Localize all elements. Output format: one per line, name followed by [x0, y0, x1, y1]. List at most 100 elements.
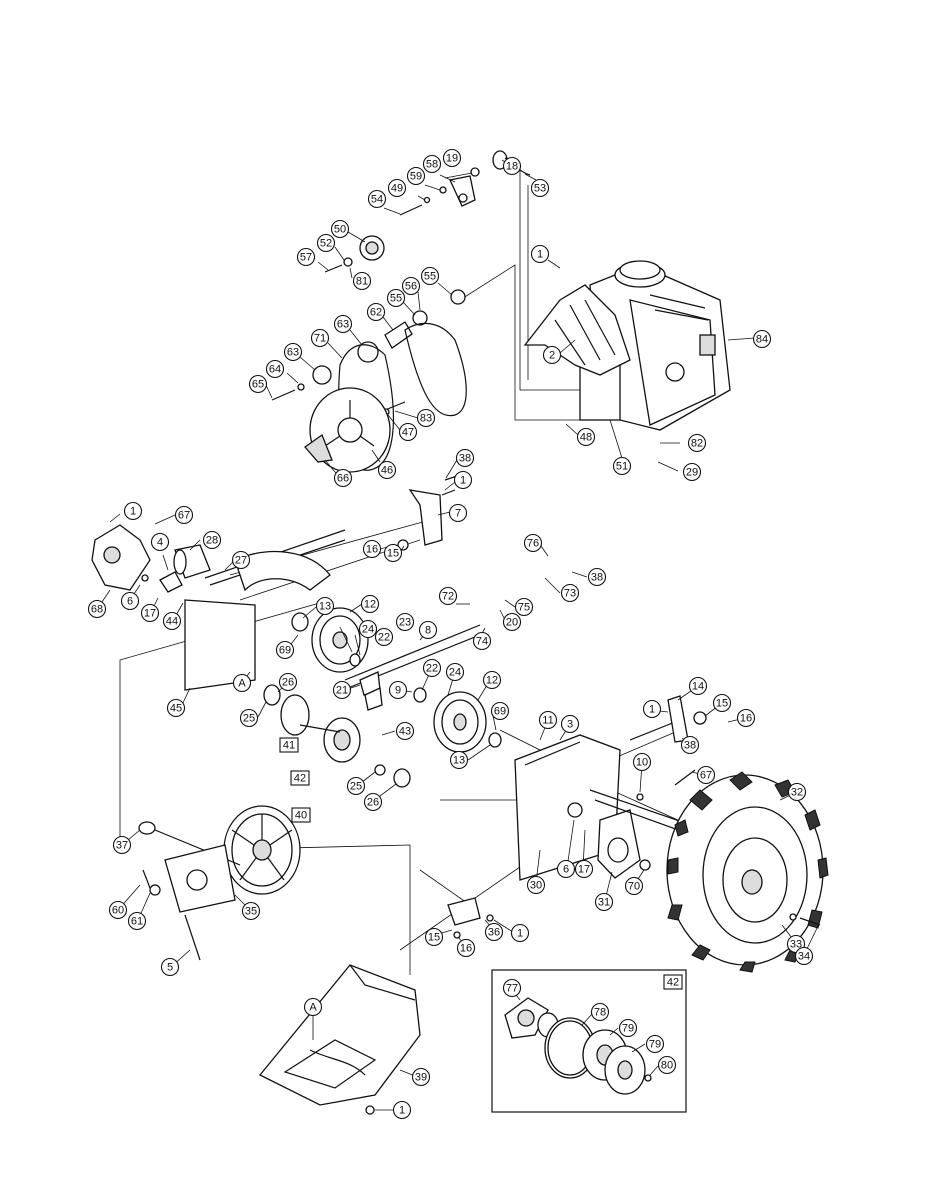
callout-circle: [303, 997, 323, 1017]
callout-label: 81: [356, 276, 368, 288]
callout-label: 4: [157, 537, 163, 549]
callout-11-11: 11: [538, 710, 558, 730]
callout-circle: [386, 288, 406, 308]
callout-label: 14: [692, 681, 704, 693]
callout-6-6b: 6: [556, 859, 576, 879]
callout-4-4: 4: [150, 532, 170, 552]
callout-77-77: 77: [502, 978, 522, 998]
boxed-label-text: 40: [295, 810, 307, 822]
callout-label: 1: [399, 1105, 405, 1117]
callout-circle: [383, 543, 403, 563]
callout-circle: [590, 1002, 610, 1022]
callout-circle: [108, 900, 128, 920]
callout-label: 12: [364, 599, 376, 611]
callout-label: 20: [506, 617, 518, 629]
callout-18-18: 18: [502, 156, 522, 176]
callout-label: 13: [319, 601, 331, 613]
callout-label: 1: [517, 928, 523, 940]
callout-76-76: 76: [523, 533, 543, 553]
callout-62-62: 62: [366, 302, 386, 322]
callout-circle: [538, 710, 558, 730]
callout-circle: [248, 374, 268, 394]
callout-30-30: 30: [526, 875, 546, 895]
callout-44-44: 44: [162, 611, 182, 631]
callout-label: 38: [684, 740, 696, 752]
callout-label: 13: [453, 755, 465, 767]
callout-label: 18: [506, 161, 518, 173]
callout-46-46: 46: [377, 460, 397, 480]
callout-circle: [688, 676, 708, 696]
callout-label: 17: [144, 608, 156, 620]
callout-label: 6: [127, 596, 133, 608]
callout-circle: [574, 859, 594, 879]
callout-label: 29: [686, 467, 698, 479]
callout-label: 15: [716, 698, 728, 710]
callout-label: 83: [420, 413, 432, 425]
callout-label: 68: [91, 604, 103, 616]
callout-circle: [401, 276, 421, 296]
callout-81-81: 81: [352, 271, 372, 291]
callout-circle: [514, 597, 534, 617]
callout-label: 16: [740, 713, 752, 725]
callout-label: 31: [598, 897, 610, 909]
callout-80-80: 80: [657, 1055, 677, 1075]
callout-label: 65: [252, 379, 264, 391]
boxed-label-frame: [290, 770, 310, 786]
callout-circle: [696, 765, 716, 785]
callout-circle: [422, 658, 442, 678]
callout-78-78: 78: [590, 1002, 610, 1022]
callout-label: 7: [455, 508, 461, 520]
callout-circle: [523, 533, 543, 553]
callout-48-48: 48: [576, 427, 596, 447]
callout-label: 5: [167, 962, 173, 974]
callout-circle: [556, 859, 576, 879]
detail-box-42: [491, 969, 687, 1113]
callout-label: 48: [580, 432, 592, 444]
callout-72-72: 72: [438, 586, 458, 606]
callout-circle: [406, 166, 426, 186]
callout-label: 43: [399, 726, 411, 738]
callout-label: 2: [549, 350, 555, 362]
callout-label: 73: [564, 588, 576, 600]
callout-label: 59: [410, 171, 422, 183]
callout-label: 39: [415, 1072, 427, 1084]
boxed-label-42: 42: [663, 974, 683, 990]
callout-50-50: 50: [330, 219, 350, 239]
callout-28-28: 28: [202, 530, 222, 550]
callout-label: 38: [591, 572, 603, 584]
callout-circle: [123, 501, 143, 521]
callout-13-13a: 13: [315, 596, 335, 616]
callout-55-55a: 55: [420, 266, 440, 286]
callout-67-67b: 67: [696, 765, 716, 785]
left-housing: [91, 474, 461, 691]
callout-54-54: 54: [367, 189, 387, 209]
callout-label: 24: [449, 667, 461, 679]
callout-circle: [265, 359, 285, 379]
callout-16-16c: 16: [456, 938, 476, 958]
callout-circle: [310, 328, 330, 348]
callout-circle: [645, 1034, 665, 1054]
callout-label: 15: [387, 548, 399, 560]
callout-label: 22: [378, 632, 390, 644]
callout-24-24b: 24: [445, 662, 465, 682]
callout-circle: [162, 611, 182, 631]
callout-label: 71: [314, 333, 326, 345]
callout-circle: [367, 189, 387, 209]
callout-70-70: 70: [624, 876, 644, 896]
callout-71-71: 71: [310, 328, 330, 348]
callout-circle: [127, 911, 147, 931]
callout-circle: [332, 680, 352, 700]
callout-label: 17: [578, 864, 590, 876]
callout-66-66: 66: [333, 468, 353, 488]
callout-circle: [642, 699, 662, 719]
callout-circle: [352, 271, 372, 291]
callout-12-12b: 12: [482, 670, 502, 690]
callout-circle: [411, 1067, 431, 1087]
callout-circle: [362, 539, 382, 559]
callout-circle: [712, 693, 732, 713]
callout-label: 84: [756, 334, 768, 346]
callout-39-39: 39: [411, 1067, 431, 1087]
callout-circle: [453, 470, 473, 490]
callout-circle: [358, 619, 378, 639]
auger-pulley: [138, 805, 301, 961]
